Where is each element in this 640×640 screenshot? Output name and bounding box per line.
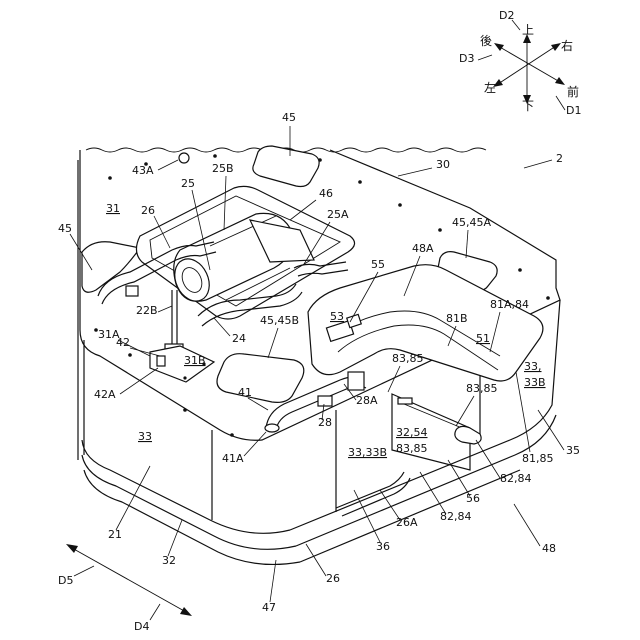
label-33-right-a: 33, xyxy=(524,360,542,373)
label-82-84-a: 82,84 xyxy=(500,472,532,485)
compass-back: 後 xyxy=(480,34,492,48)
label-35: 35 xyxy=(566,444,580,457)
opening-45B xyxy=(217,354,304,403)
label-36: 36 xyxy=(376,540,390,553)
compass-down: 下 xyxy=(522,99,534,113)
label-32-54: 32,54 xyxy=(396,426,428,439)
label-45-45A: 45,45A xyxy=(452,216,491,229)
label-56: 56 xyxy=(466,492,480,505)
label-31B: 31B xyxy=(184,354,206,367)
label-81-85: 81,85 xyxy=(522,452,554,465)
compass-front: 前 xyxy=(567,84,579,99)
label-48A: 48A xyxy=(412,242,434,255)
compass-right: 右 xyxy=(561,38,573,53)
label-25A: 25A xyxy=(327,208,349,221)
label-55: 55 xyxy=(371,258,385,271)
label-28: 28 xyxy=(318,416,332,429)
label-41A: 41A xyxy=(222,452,244,465)
compass-up: 上 xyxy=(522,23,534,37)
opening-45-top xyxy=(253,146,319,187)
label-81B: 81B xyxy=(446,312,468,325)
label-22B: 22B xyxy=(136,304,158,317)
label-42A: 42A xyxy=(94,388,116,401)
compass-d3: D3 xyxy=(459,52,474,65)
label-30: 30 xyxy=(436,158,450,171)
label-33-33B-mid: 33,33B xyxy=(348,446,387,459)
label-31: 31 xyxy=(106,202,120,215)
label-83-85-a: 83,85 xyxy=(392,352,424,365)
label-45-top: 45 xyxy=(282,111,296,124)
label-d4: D4 xyxy=(134,620,149,633)
label-32: 32 xyxy=(162,554,176,567)
opening-45-left xyxy=(82,242,140,293)
label-25: 25 xyxy=(181,177,195,190)
label-45-45B: 45,45B xyxy=(260,314,299,327)
label-43A: 43A xyxy=(132,164,154,177)
label-d5: D5 xyxy=(58,574,73,587)
label-26-top: 26 xyxy=(141,204,155,217)
label-51: 51 xyxy=(476,332,490,345)
label-81A-84: 81A,84 xyxy=(490,298,529,311)
label-21: 21 xyxy=(108,528,122,541)
label-31A: 31A xyxy=(98,328,120,341)
label-2: 2 xyxy=(556,152,563,165)
label-33-right-b: 33B xyxy=(524,376,546,389)
label-41: 41 xyxy=(238,386,252,399)
label-46: 46 xyxy=(319,187,333,200)
compass-d1: D1 xyxy=(566,104,581,117)
label-48: 48 xyxy=(542,542,556,555)
label-47: 47 xyxy=(262,601,276,614)
label-33-front: 33 xyxy=(138,430,152,443)
label-83-85-c: 83,85 xyxy=(396,442,428,455)
label-25B: 25B xyxy=(212,162,234,175)
label-53: 53 xyxy=(330,310,344,323)
direction-compass: 上 下 右 左 後 前 D2 D3 D1 xyxy=(459,9,581,117)
label-24: 24 xyxy=(232,332,246,345)
label-26A: 26A xyxy=(396,516,418,529)
compass-left: 左 xyxy=(484,80,496,95)
label-45-left: 45 xyxy=(58,222,72,235)
label-26-bottom: 26 xyxy=(326,572,340,585)
label-28A: 28A xyxy=(356,394,378,407)
label-83-85-b: 83,85 xyxy=(466,382,498,395)
